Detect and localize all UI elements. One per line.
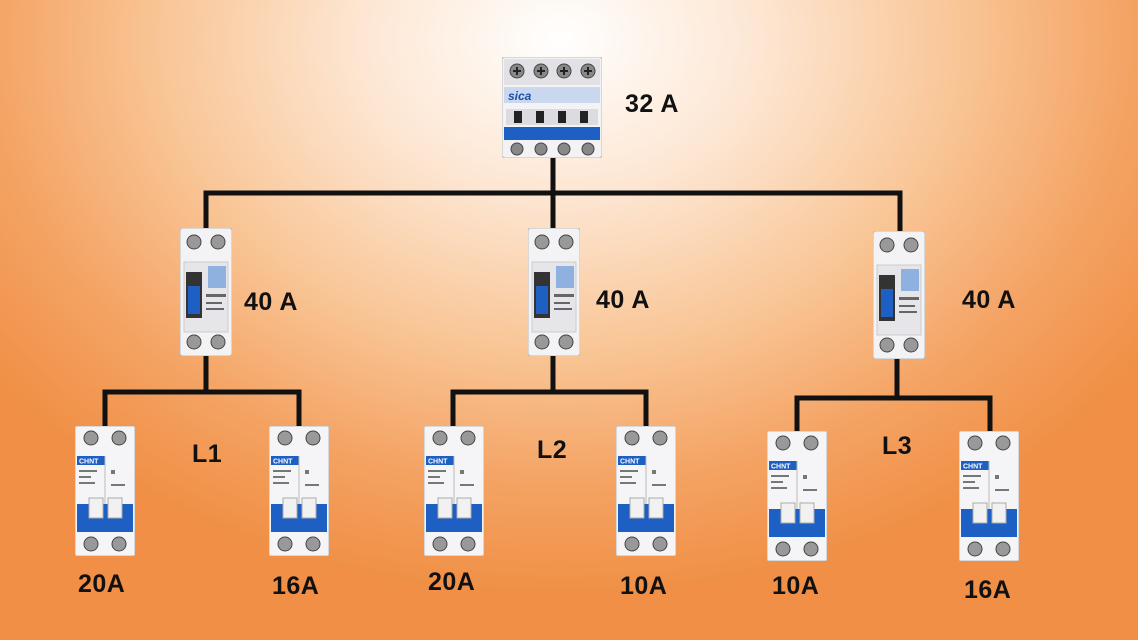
rcd-2[interactable]: [527, 227, 581, 357]
mcb-l1-1-graphic: CHNT: [74, 425, 136, 557]
line-label-l1: L1: [192, 440, 223, 468]
rcd-3[interactable]: [872, 230, 926, 360]
mcb-l2-1-rating: 20A: [428, 568, 476, 596]
mcb-l2-1[interactable]: CHNT: [423, 425, 485, 557]
line-label-l2: L2: [537, 436, 568, 464]
main-breaker-brand: sica: [508, 89, 532, 103]
rcd-2-graphic: [527, 227, 581, 357]
main-breaker[interactable]: sica: [501, 56, 603, 159]
rcd-2-rating: 40 A: [596, 286, 650, 314]
rcd-1[interactable]: [179, 227, 233, 357]
mcb-l1-1[interactable]: CHNT: [74, 425, 136, 557]
mcb-l3-1-graphic: CHNT: [766, 430, 828, 562]
mcb-l2-2-brand: CHNT: [620, 459, 640, 466]
rcd-3-graphic: [872, 230, 926, 360]
mcb-l1-2-brand: CHNT: [273, 459, 293, 466]
mcb-l3-2-brand: CHNT: [963, 464, 983, 471]
mcb-l3-2-graphic: CHNT: [958, 430, 1020, 562]
mcb-l3-1-brand: CHNT: [771, 464, 791, 471]
mcb-l1-1-rating: 20A: [78, 570, 126, 598]
main-breaker-graphic: sica: [501, 56, 603, 159]
mcb-l2-1-brand: CHNT: [428, 459, 448, 466]
rcd-1-rating: 40 A: [244, 288, 298, 316]
mcb-l3-2-rating: 16A: [964, 576, 1012, 604]
mcb-l3-2[interactable]: CHNT: [958, 430, 1020, 562]
mcb-l1-2-graphic: CHNT: [268, 425, 330, 557]
mcb-l2-2-graphic: CHNT: [615, 425, 677, 557]
mcb-l1-2[interactable]: CHNT: [268, 425, 330, 557]
mcb-l1-2-rating: 16A: [272, 572, 320, 600]
rcd-3-rating: 40 A: [962, 286, 1016, 314]
mcb-l3-1[interactable]: CHNT: [766, 430, 828, 562]
main-breaker-rating: 32 A: [625, 90, 679, 118]
mcb-l2-1-graphic: CHNT: [423, 425, 485, 557]
line-label-l3: L3: [882, 432, 913, 460]
mcb-l2-2[interactable]: CHNT: [615, 425, 677, 557]
mcb-l2-2-rating: 10A: [620, 572, 668, 600]
rcd-1-graphic: [179, 227, 233, 357]
mcb-l3-1-rating: 10A: [772, 572, 820, 600]
mcb-l1-1-brand: CHNT: [79, 459, 99, 466]
